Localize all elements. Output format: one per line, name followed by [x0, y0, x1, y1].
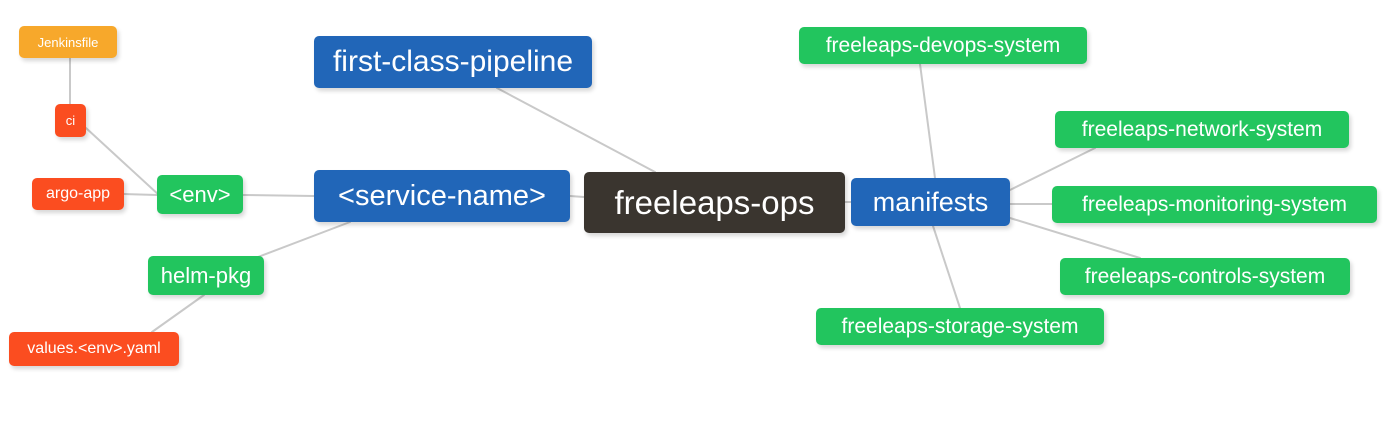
node-label-freeleaps-storage-system: freeleaps-storage-system — [841, 315, 1079, 338]
edge-manifests-to-freeleaps-network-system — [1009, 147, 1096, 191]
node-freeleaps-ops[interactable]: freeleaps-ops — [584, 172, 845, 233]
node-label-values-yaml: values.<env>.yaml — [27, 340, 161, 357]
node-freeleaps-storage-system[interactable]: freeleaps-storage-system — [816, 308, 1104, 345]
node-label-manifests: manifests — [872, 186, 989, 217]
node-label-service-name: <service-name> — [338, 179, 546, 212]
node-first-class-pipeline[interactable]: first-class-pipeline — [314, 36, 592, 88]
node-label-argo-app: argo-app — [45, 185, 111, 202]
node-jenkinsfile[interactable]: Jenkinsfile — [19, 26, 117, 58]
node-argo-app[interactable]: argo-app — [32, 178, 124, 210]
node-label-freeleaps-devops-system: freeleaps-devops-system — [825, 34, 1061, 57]
edge-env-to-service-name — [242, 194, 315, 197]
edge-service-name-to-freeleaps-ops — [569, 195, 585, 198]
node-freeleaps-controls-system[interactable]: freeleaps-controls-system — [1060, 258, 1350, 295]
node-label-freeleaps-network-system: freeleaps-network-system — [1081, 118, 1323, 141]
edge-values-yaml-to-helm-pkg — [151, 294, 205, 333]
node-helm-pkg[interactable]: helm-pkg — [148, 256, 264, 295]
node-freeleaps-monitoring-system[interactable]: freeleaps-monitoring-system — [1052, 186, 1377, 223]
node-label-env: <env> — [169, 181, 231, 207]
node-label-ci: ci — [65, 113, 76, 128]
node-label-freeleaps-monitoring-system: freeleaps-monitoring-system — [1082, 193, 1347, 216]
edge-first-class-pipeline-to-freeleaps-ops — [496, 87, 656, 173]
edge-manifests-to-freeleaps-devops-system — [919, 63, 936, 179]
node-env[interactable]: <env> — [157, 175, 243, 214]
node-freeleaps-devops-system[interactable]: freeleaps-devops-system — [799, 27, 1087, 64]
edge-argo-app-to-env — [123, 193, 158, 196]
node-label-freeleaps-controls-system: freeleaps-controls-system — [1084, 265, 1326, 288]
edge-manifests-to-freeleaps-controls-system — [1009, 217, 1141, 259]
node-service-name[interactable]: <service-name> — [314, 170, 570, 222]
node-label-jenkinsfile: Jenkinsfile — [37, 34, 99, 50]
node-label-freeleaps-ops: freeleaps-ops — [614, 184, 815, 221]
edge-manifests-to-freeleaps-storage-system — [932, 225, 961, 309]
node-label-first-class-pipeline: first-class-pipeline — [332, 45, 574, 78]
edge-helm-pkg-to-service-name — [257, 221, 351, 258]
node-label-helm-pkg: helm-pkg — [160, 262, 252, 288]
node-manifests[interactable]: manifests — [851, 178, 1010, 226]
node-freeleaps-network-system[interactable]: freeleaps-network-system — [1055, 111, 1349, 148]
node-ci[interactable]: ci — [55, 104, 86, 137]
node-values-yaml[interactable]: values.<env>.yaml — [9, 332, 179, 366]
